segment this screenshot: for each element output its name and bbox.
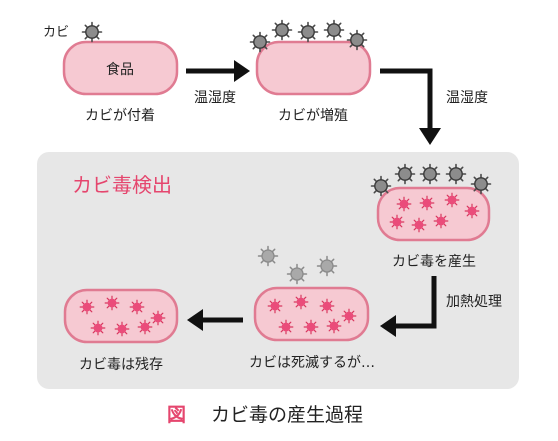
toxin-particle-icon: [104, 295, 120, 311]
stage-mold-attached: カビ 食品 カビが付着: [43, 21, 179, 124]
dead-mold-spore-icon: [257, 245, 279, 267]
mold-spore-icon: [370, 175, 392, 197]
toxin-particle-icon: [396, 196, 412, 212]
mold-label: カビ: [43, 25, 69, 40]
mold-spore-icon: [470, 173, 492, 195]
stage-mold-dies: カビは死滅するが…: [249, 245, 375, 371]
arrow-left: [187, 309, 243, 331]
mold-spore-icon: [394, 163, 416, 185]
toxin-particle-icon: [79, 299, 95, 315]
mold-proliferates-label: カビが増殖: [278, 107, 348, 124]
mold-spore-icon: [445, 163, 467, 185]
toxin-particle-icon: [419, 195, 435, 211]
mold-spore-icon: [346, 29, 368, 51]
toxin-particle-icon: [137, 319, 153, 335]
temp-humidity-label-1: 温湿度: [194, 90, 236, 106]
stage-mold-proliferates: カビが増殖: [249, 19, 372, 124]
mold-spore-icon: [271, 19, 293, 41]
heat-treatment-label: 加熱処理: [446, 294, 502, 310]
mold-spore-icon: [249, 31, 271, 53]
dead-mold-spore-icon: [316, 255, 338, 277]
toxin-particle-icon: [293, 294, 309, 310]
mold-attached-label: カビが付着: [85, 108, 155, 124]
toxin-particle-icon: [90, 320, 106, 336]
toxin-particle-icon: [433, 213, 449, 229]
stage-mycotoxin-produced: カビ毒を産生: [370, 163, 492, 270]
food-block-5: [63, 288, 179, 344]
toxin-particle-icon: [129, 299, 145, 315]
temp-humidity-label-2: 温湿度: [446, 90, 488, 106]
toxin-particle-icon: [444, 192, 460, 208]
mycotoxin-detected-title: カビ毒検出: [72, 173, 172, 197]
arrow-elbow-left: [380, 276, 437, 337]
mycotoxin-produced-label: カビ毒を産生: [392, 254, 476, 270]
food-block-2: [255, 40, 372, 96]
mold-spore-icon: [297, 21, 319, 43]
food-block-1: [62, 40, 179, 96]
toxin-particle-icon: [278, 319, 294, 335]
toxin-particle-icon: [326, 318, 342, 334]
mold-spore-icon: [81, 21, 103, 43]
toxin-particle-icon: [464, 203, 480, 219]
mold-dies-label: カビは死滅するが…: [249, 355, 375, 371]
toxin-particle-icon: [114, 321, 130, 337]
toxin-particle-icon: [319, 298, 335, 314]
food-label: 食品: [106, 61, 134, 78]
mold-spore-icon: [419, 163, 441, 185]
arrow-elbow-down: [380, 68, 441, 145]
toxin-particle-icon: [150, 310, 166, 326]
figure-caption-prefix: 図: [167, 404, 186, 426]
stage-mycotoxin-remains: カビ毒は残存: [63, 288, 179, 373]
figure-caption-title: カビ毒の産生過程: [211, 404, 363, 426]
mold-spore-icon: [323, 19, 345, 41]
toxin-particle-icon: [341, 308, 357, 324]
dead-mold-spore-icon: [286, 263, 308, 285]
toxin-particle-icon: [303, 319, 319, 335]
toxin-particle-icon: [389, 214, 405, 230]
toxin-particle-icon: [411, 217, 427, 233]
mycotoxin-remains-label: カビ毒は残存: [79, 357, 163, 373]
toxin-particle-icon: [267, 298, 283, 314]
arrow-right-1: [186, 60, 250, 82]
